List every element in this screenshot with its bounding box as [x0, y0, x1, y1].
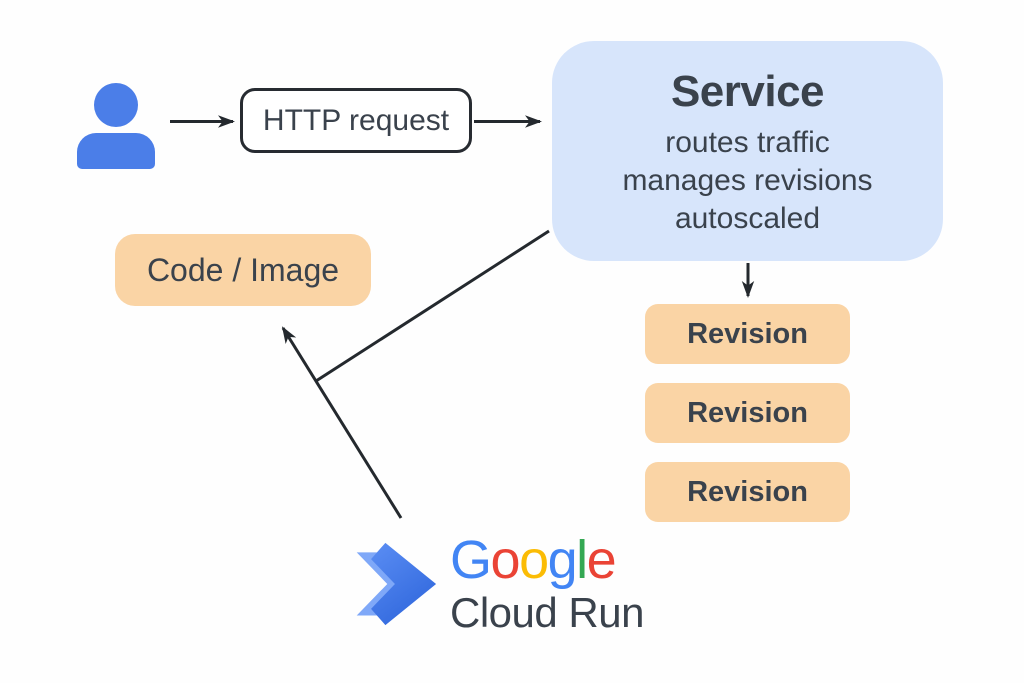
revision-node: Revision: [645, 462, 850, 522]
revision-label: Revision: [687, 317, 808, 350]
user-head-shape: [94, 83, 138, 127]
http-request-label: HTTP request: [262, 103, 450, 137]
revision-node: Revision: [645, 304, 850, 364]
logo-letter: e: [586, 530, 617, 590]
logo-letter: l: [576, 530, 588, 590]
chevron-dark-shape: [371, 542, 437, 626]
http-request-node: HTTP request: [240, 88, 472, 153]
service-title: Service: [670, 67, 825, 116]
service-description-line: routes traffic: [665, 126, 830, 159]
revision-node: Revision: [645, 383, 850, 443]
revision-label: Revision: [687, 396, 808, 429]
revision-label: Revision: [687, 475, 808, 508]
logo-letter: o: [519, 530, 549, 590]
cloud-run-wordmark: Cloud Run: [450, 589, 644, 636]
google-cloud-run-logo: Google Cloud Run: [350, 530, 650, 636]
code-image-node: Code / Image: [115, 234, 371, 306]
service-description-line: autoscaled: [674, 202, 821, 235]
cloud-run-chevron-icon: [356, 542, 437, 626]
user-body-shape: [77, 133, 155, 169]
service-node: Service routes traffic manages revisions…: [552, 41, 943, 261]
logo-letter: G: [450, 530, 492, 590]
code-image-label: Code / Image: [146, 251, 340, 288]
user-icon: [77, 83, 155, 169]
service-description: routes traffic manages revisions autosca…: [552, 124, 943, 238]
logo-letter: g: [547, 530, 578, 590]
logo-letter: o: [490, 530, 521, 590]
google-wordmark: Google: [450, 530, 617, 590]
service-description-line: manages revisions: [622, 164, 873, 197]
arrow-cloudrun-to-code-image: [281, 326, 403, 519]
